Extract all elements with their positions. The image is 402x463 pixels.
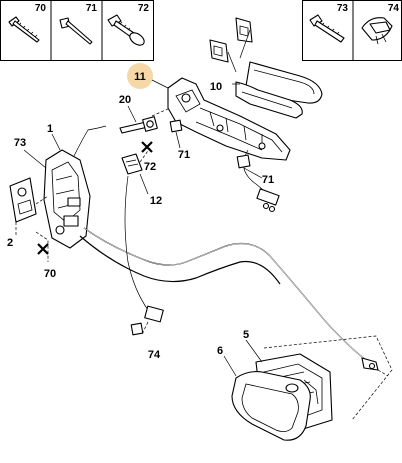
box-label-73: 73 — [337, 3, 349, 14]
leader-71b — [243, 167, 263, 179]
callout-5: 5 — [243, 329, 249, 341]
callout-6: 6 — [217, 345, 223, 357]
box-label-74: 74 — [388, 3, 400, 14]
box-label-71: 71 — [86, 3, 98, 14]
cross-marker-72 — [141, 141, 153, 153]
callout-12: 12 — [150, 195, 162, 207]
interior-handle-assembly — [223, 335, 393, 441]
release-cables — [79, 175, 389, 377]
cross-marker-70 — [37, 243, 49, 255]
screw-73-icon — [309, 14, 345, 43]
fastener-box-left: 70 71 72 — [0, 0, 154, 61]
callout-20: 20 — [119, 94, 131, 106]
callout-1: 1 — [47, 123, 53, 135]
screw-72-icon — [107, 14, 145, 46]
callout-2: 2 — [7, 237, 13, 249]
rivet-71-icon — [59, 17, 93, 45]
callout-71-upper: 71 — [178, 149, 190, 161]
lock-rod-20 — [119, 105, 171, 134]
callout-70: 70 — [44, 268, 56, 280]
striker-plate-2 — [9, 177, 49, 262]
callout-73: 73 — [14, 137, 26, 149]
callout-10: 10 — [210, 81, 222, 93]
clip-74-icon — [361, 17, 393, 45]
screw-70-icon — [8, 16, 40, 43]
leader-11 — [151, 79, 169, 89]
callout-72: 72 — [144, 161, 156, 173]
door-lock-mechanism — [23, 125, 107, 249]
box-label-72: 72 — [138, 3, 150, 14]
callout-11: 11 — [134, 71, 146, 83]
reference-markers — [130, 119, 251, 336]
callout-71-lower: 71 — [262, 174, 274, 186]
callout-74: 74 — [148, 349, 161, 361]
connector-12 — [121, 147, 151, 195]
box-label-70: 70 — [35, 3, 47, 14]
highlight-marker — [127, 63, 153, 89]
fastener-box-right: 73 74 — [302, 0, 402, 61]
exterior-handle-cover — [209, 17, 323, 119]
leader-71 — [175, 131, 181, 149]
handle-carrier-bracket — [167, 77, 291, 213]
